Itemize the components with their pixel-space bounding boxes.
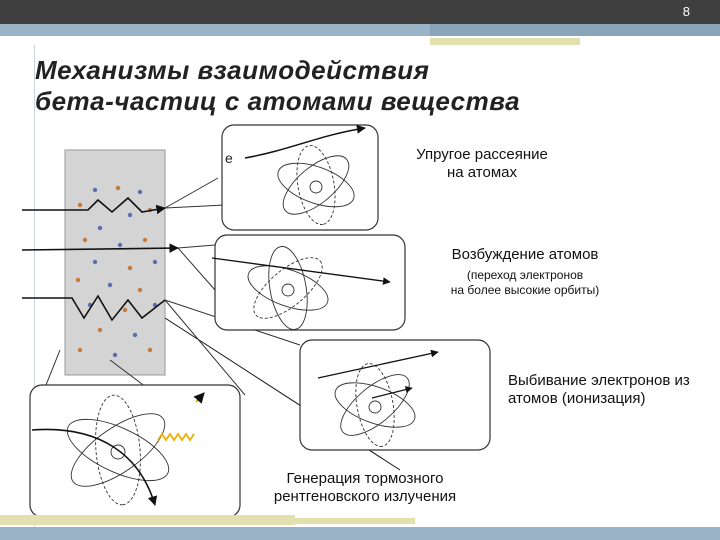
panel-elastic-scattering: [221, 124, 379, 231]
label-brems-line2: рентгеновского излучения: [273, 488, 457, 505]
beta-tracks: [21, 196, 401, 471]
label-excitation-note2: на более высокие орбиты): [450, 283, 600, 297]
footer-band-cream: [0, 515, 295, 525]
footer-band-cream-2: [295, 518, 415, 524]
title-line-1: Механизмы взаимодействия: [35, 55, 430, 85]
label-elastic-line2: на атомах: [446, 164, 517, 181]
label-excitation-line1: Возбуждение атомов: [451, 246, 599, 263]
label-excitation: Возбуждение атомов: [425, 246, 625, 264]
label-elastic-line1: Упругое рассеяние: [416, 146, 548, 163]
label-excitation-note1: (переход электронов: [466, 268, 584, 282]
panel-ionization: [299, 339, 491, 451]
material-slab: [64, 149, 166, 376]
left-rule: [34, 45, 35, 540]
slab-atoms: [75, 185, 158, 358]
title-line-2: бета-частиц с атомами вещества: [35, 86, 521, 116]
label-elastic-scattering: Упругое рассеяние на атомах: [398, 146, 566, 182]
atom-3: [334, 363, 416, 447]
label-ionization-line2: атомов (ионизация): [508, 390, 646, 407]
label-ionization-line1: Выбивание электронов из: [508, 372, 690, 389]
header-band-accent: [430, 24, 720, 36]
panel-excitation: [214, 234, 406, 331]
atom-2: [247, 246, 329, 330]
slide-title: Механизмы взаимодействия бета-частиц с а…: [35, 55, 520, 117]
header-band-cream: [430, 38, 580, 45]
panel-bremsstrahlung: [29, 384, 241, 518]
atom-1: [277, 145, 355, 225]
electron-symbol: e: [225, 150, 233, 166]
footer-band: [0, 527, 720, 540]
top-bar: [0, 0, 720, 24]
label-bremsstrahlung: Генерация тормозного рентгеновского излу…: [255, 470, 475, 506]
label-ionization: Выбивание электронов из атомов (ионизаци…: [508, 372, 690, 408]
label-excitation-note: (переход электронов на более высокие орб…: [425, 268, 625, 298]
slide-number: 8: [682, 4, 690, 19]
xray-photon: [157, 432, 195, 442]
label-brems-line1: Генерация тормозного: [286, 470, 444, 487]
